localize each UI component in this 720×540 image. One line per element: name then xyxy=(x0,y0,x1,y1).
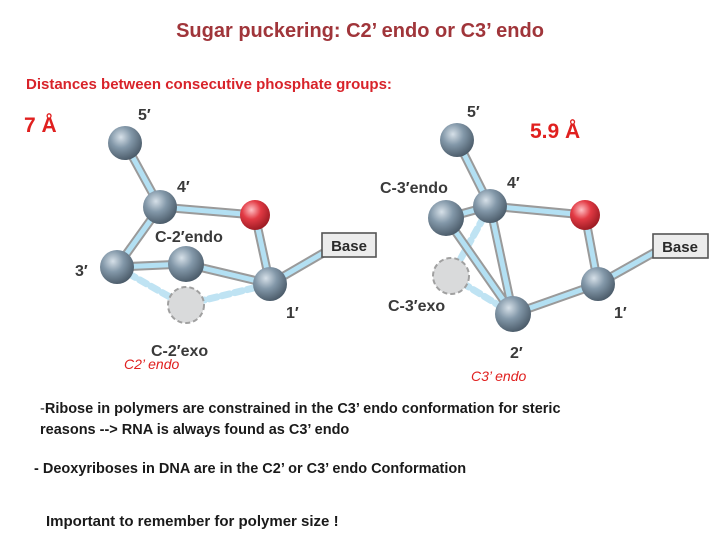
atom-o4-right xyxy=(570,200,600,230)
note-ribose-text1: Ribose in polymers are constrained in th… xyxy=(44,401,561,417)
atom-c5-right xyxy=(440,123,474,157)
atom-c4 xyxy=(143,190,177,224)
base-label-right: Base xyxy=(662,239,698,256)
label-endo-right: C-3′endo xyxy=(380,180,448,197)
base-box-left xyxy=(321,232,377,258)
subtitle: Distances between consecutive phosphate … xyxy=(26,76,392,93)
caption-left: C2’ endo xyxy=(124,356,180,372)
note-ribose-dash: - xyxy=(40,401,45,417)
right-ring-diagram: Base 5′ 4′ 2′ 1′ C-3′endo C-3′exo xyxy=(380,104,709,362)
label-c1-right: 1′ xyxy=(614,305,627,322)
label-exo-left: C-2′exo xyxy=(151,343,208,360)
base-label-left: Base xyxy=(331,238,367,255)
note-ribose: -Ribose in polymers are constrained in t… xyxy=(40,399,561,441)
note-important: Important to remember for polymer size ! xyxy=(46,513,339,530)
atom-c3-right xyxy=(428,200,464,236)
atom-c2 xyxy=(168,246,204,282)
label-exo-right: C-3′exo xyxy=(388,298,445,315)
distance-right: 5.9 Å xyxy=(530,120,581,143)
atom-c5 xyxy=(108,126,142,160)
label-c5-right: 5′ xyxy=(467,104,480,121)
label-c2-right: 2′ xyxy=(510,345,523,362)
label-endo-left: C-2′endo xyxy=(155,229,223,246)
atom-c1-right xyxy=(581,267,615,301)
distance-left: 7 Å xyxy=(24,114,57,137)
atom-c2-right xyxy=(495,296,531,332)
label-c1-left: 1′ xyxy=(286,305,299,322)
atom-o4 xyxy=(240,200,270,230)
label-c5-left: 5′ xyxy=(138,107,151,124)
atom-c3 xyxy=(100,250,134,284)
slide-title: Sugar puckering: C2’ endo or C3’ endo xyxy=(176,20,544,42)
base-box-right xyxy=(652,233,709,259)
ghost-atom-c3-exo xyxy=(432,257,470,295)
label-c4-left: 4′ xyxy=(177,179,190,196)
caption-right: C3’ endo xyxy=(471,368,527,384)
label-c3-left: 3′ xyxy=(75,263,88,280)
left-ring-diagram: Base 5′ 4′ 3′ 1′ C-2′endo C-2′exo xyxy=(75,107,377,360)
atom-c4-right xyxy=(473,189,507,223)
label-c4-right: 4′ xyxy=(507,175,520,192)
atom-c1 xyxy=(253,267,287,301)
ghost-atom-c2-exo xyxy=(167,286,205,324)
note-deoxyribose: - Deoxyriboses in DNA are in the C2’ or … xyxy=(34,461,467,477)
note-ribose-line1: -Ribose in polymers are constrained in t… xyxy=(40,399,561,420)
note-ribose-line2: reasons --> RNA is always found as C3’ e… xyxy=(40,422,350,438)
